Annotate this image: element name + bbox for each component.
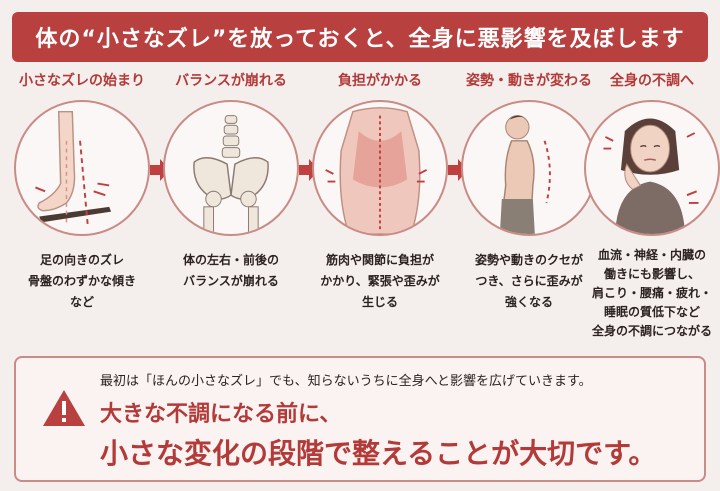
step-description-line: 血流・神経・内臓の: [597, 248, 706, 262]
step-3: 負担がかかる 筋肉や関節に負担が かかり、緊張や歪みが 生じる: [312, 68, 448, 358]
step-2: バランスが崩れる 体の左右・前後の バランスが崩れる: [163, 68, 299, 358]
summary-headline-2: 小さな変化の段階で整えることが大切です。: [100, 437, 657, 470]
step-description-line: かかり、緊張や歪みが: [320, 274, 440, 288]
step-description: 筋肉や関節に負担が かかり、緊張や歪みが 生じる: [312, 250, 448, 313]
step-title: バランスが崩れる: [175, 73, 287, 89]
step-description-line: 睡眠の質低下など: [603, 305, 700, 319]
step-description: 足の向きのズレ 骨盤のわずかな傾き など: [14, 250, 150, 313]
step-4: 姿勢・動きが変わる 姿勢や動きのクセが つき、さらに歪みが 強くなる: [461, 68, 597, 358]
summary-note: 最初は「ほんの小さなズレ」でも、知らないうちに全身へと影響を広げていきます。: [100, 374, 592, 389]
step-description: 血流・神経・内臓の 働きにも影響し、 肩こり・腰痛・疲れ・ 睡眠の質低下など 全…: [584, 246, 720, 341]
pelvis-icon: [163, 100, 299, 236]
step-1: 小さなズレの始まり 足の向きのズレ 骨盤のわずかな傾き など: [14, 68, 150, 358]
step-title: 姿勢・動きが変わる: [466, 73, 592, 89]
step-5: 全身の不調へ 血流・神経・内臓の 働きにも影響し、 肩こり・腰痛・疲れ・ 睡眠の…: [584, 68, 720, 358]
step-description-line: 働きにも影響し、: [603, 267, 700, 281]
summary-box: 最初は「ほんの小さなズレ」でも、知らないうちに全身へと影響を広げていきます。 大…: [14, 356, 706, 482]
step-description-line: 肩こり・腰痛・疲れ・: [591, 286, 712, 300]
summary-headline-1: 大きな不調になる前に、: [100, 402, 342, 427]
page-title-text: 体の“小さなズレ”を放っておくと、全身に悪影響を及ぼします: [35, 27, 685, 52]
unwell-woman-icon: [584, 100, 720, 236]
step-description-line: 足の向きのズレ: [39, 253, 124, 267]
warning-icon: [43, 390, 85, 426]
step-description-line: 生じる: [361, 295, 398, 309]
step-description-line: など: [69, 295, 94, 309]
step-description: 姿勢や動きのクセが つき、さらに歪みが 強くなる: [461, 250, 597, 313]
foot-icon: [14, 100, 150, 236]
step-title: 負担がかかる: [338, 73, 422, 89]
step-description-line: つき、さらに歪みが: [475, 274, 583, 288]
step-description-line: 筋肉や関節に負担が: [325, 253, 434, 267]
step-title: 小さなズレの始まり: [19, 73, 145, 89]
step-description-line: 体の左右・前後の: [182, 253, 279, 267]
page-title: 体の“小さなズレ”を放っておくと、全身に悪影響を及ぼします: [12, 12, 708, 62]
step-description: 体の左右・前後の バランスが崩れる: [163, 250, 299, 292]
step-description-line: 強くなる: [504, 295, 553, 309]
step-title: 全身の不調へ: [610, 73, 694, 89]
step-description-line: バランスが崩れる: [183, 274, 279, 288]
step-description-line: 骨盤のわずかな傾き: [27, 274, 136, 288]
posture-icon: [461, 100, 597, 236]
step-description-line: 姿勢や動きのクセが: [474, 253, 583, 267]
back-muscle-icon: [312, 100, 448, 236]
step-description-line: 全身の不調につながる: [591, 324, 712, 338]
